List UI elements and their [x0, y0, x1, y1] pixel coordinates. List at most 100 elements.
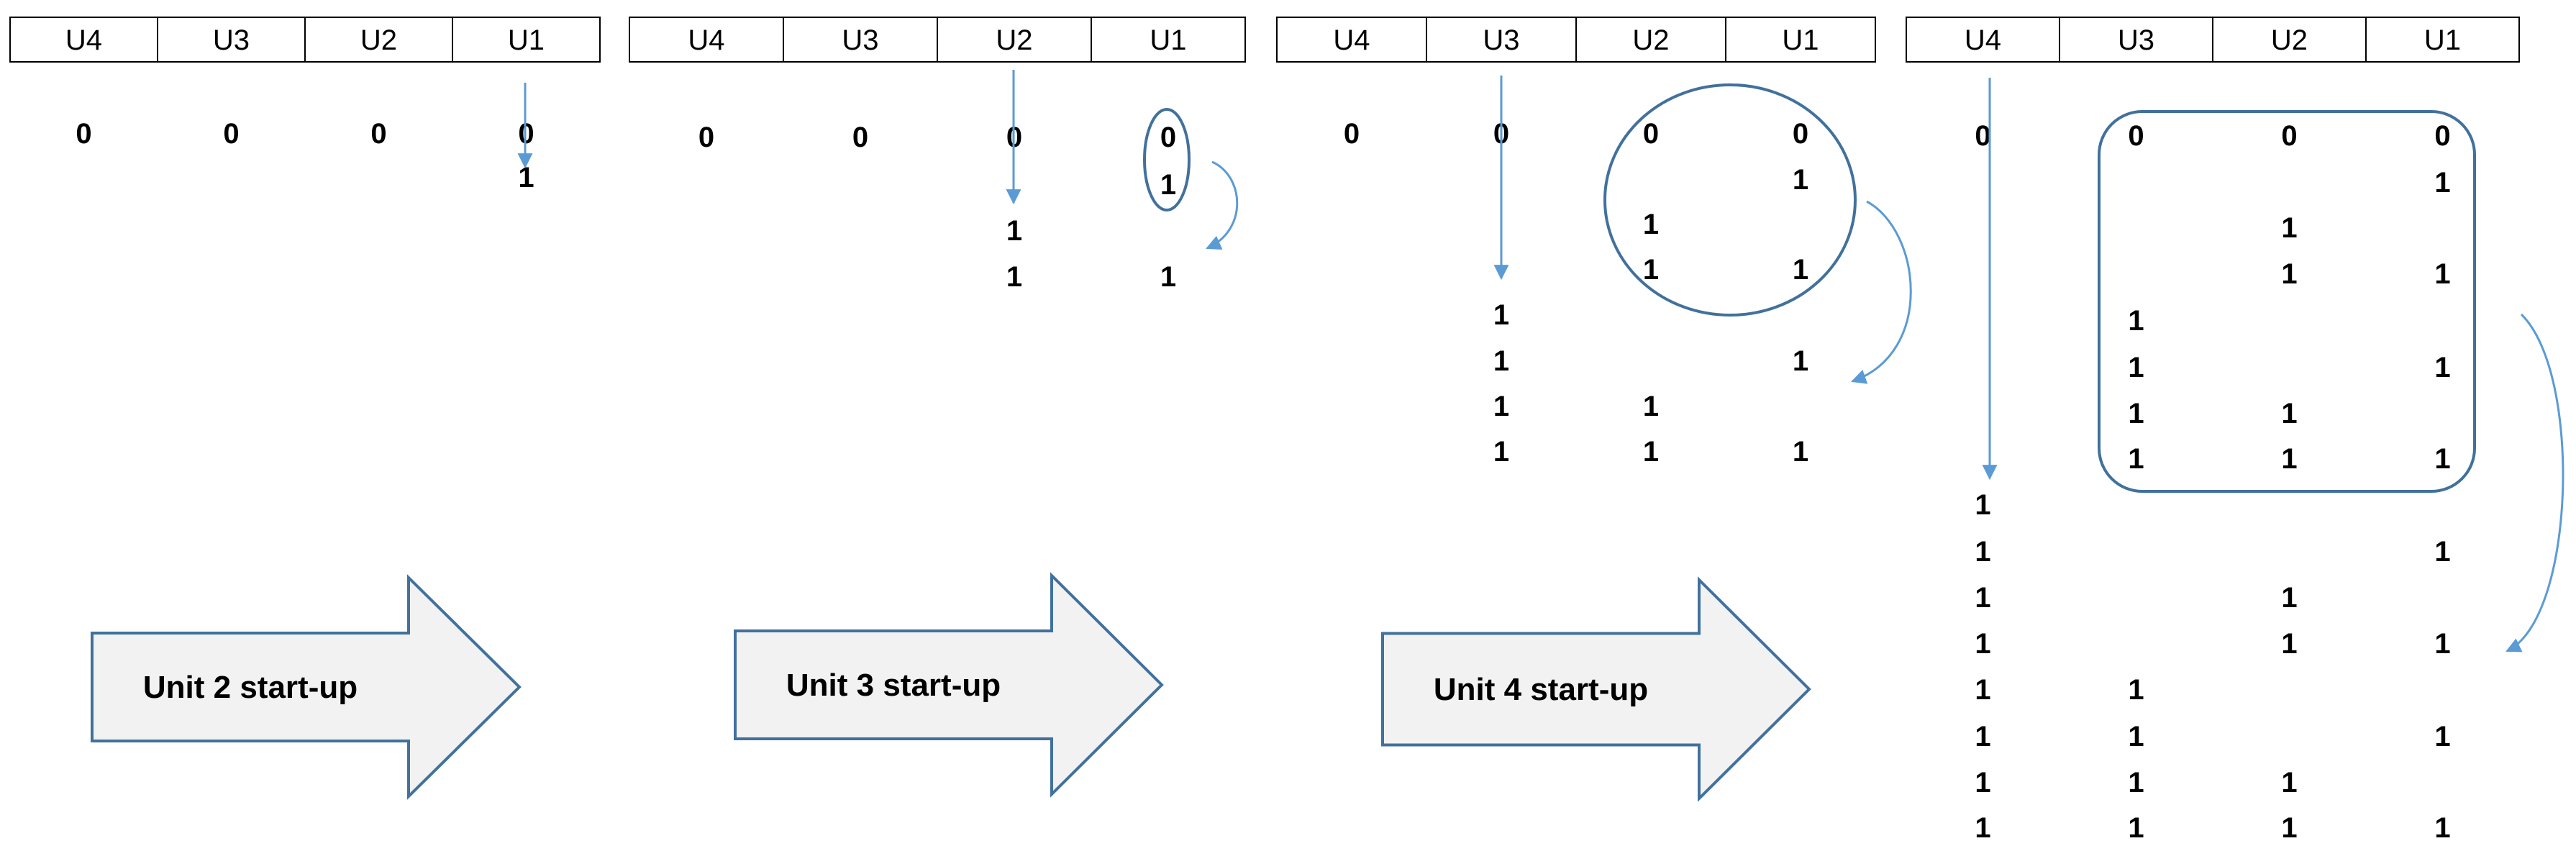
state-bit: 1 [2128, 812, 2144, 844]
block-arrow-shape [91, 574, 522, 800]
state-bit: 0 [2128, 120, 2144, 152]
state-bit: 1 [2434, 812, 2450, 844]
state-bit: 1 [2128, 443, 2144, 475]
repeat-group-outline [1143, 108, 1191, 212]
state-row: 1 [518, 162, 534, 194]
header-label-u3: U3 [842, 24, 878, 56]
header-label-u1: U1 [2424, 24, 2461, 56]
state-bit: 0 [2434, 120, 2450, 152]
header-cell [2365, 17, 2520, 63]
state-bit: 1 [2281, 628, 2297, 660]
header-label-u4: U4 [1333, 24, 1370, 56]
state-bit: 1 [1493, 436, 1509, 468]
state-bit: 1 [2281, 212, 2297, 244]
state-bit: 1 [1160, 169, 1176, 201]
state-bit: 1 [1975, 767, 1990, 799]
header-cell [1091, 17, 1246, 63]
state-bit: 1 [1975, 582, 1990, 614]
state-bit: 1 [1975, 674, 1990, 706]
state-bit: 1 [1493, 391, 1509, 422]
state-bit: 0 [852, 122, 868, 153]
header-label-u1: U1 [508, 24, 545, 56]
state-bit: 1 [2434, 628, 2450, 660]
copy-down-arrow [1206, 160, 1239, 250]
state-bit: 1 [2434, 167, 2450, 199]
state-bit: 1 [1975, 721, 1990, 752]
header-cell [9, 17, 158, 63]
state-bit: 1 [2281, 812, 2297, 844]
state-bit: 1 [1643, 391, 1659, 422]
header-cell [1725, 17, 1876, 63]
startup-label: Unit 3 start-up [786, 668, 1001, 703]
header-label-u4: U4 [688, 24, 724, 56]
header-cell [157, 17, 306, 63]
header-label-u1: U1 [1150, 24, 1186, 56]
state-bit: 1 [1975, 489, 1990, 521]
state-bit: 1 [1006, 215, 1022, 247]
state-bit: 1 [1975, 536, 1990, 568]
state-bit: 1 [2281, 398, 2297, 429]
repeat-group-outline [1603, 83, 1857, 317]
state-bit: 1 [1643, 254, 1659, 286]
header-label-u4: U4 [1965, 24, 2001, 56]
state-bit: 0 [76, 118, 91, 150]
state-bit: 1 [1643, 436, 1659, 468]
state-row: 1 [2434, 167, 2450, 199]
state-bit: 0 [370, 118, 386, 150]
header-label-u2: U2 [2271, 24, 2308, 56]
state-row: 1 [2281, 212, 2297, 244]
state-bit: 1 [2434, 536, 2450, 568]
state-bit: 1 [1793, 164, 1808, 196]
state-bit: 1 [1493, 299, 1509, 331]
state-row: 1 [1493, 299, 1509, 331]
state-row: 1 1 1 1 [1975, 812, 2450, 844]
state-bit: 1 [1975, 812, 1990, 844]
state-row: 1 [2128, 305, 2144, 337]
state-row: 1 [1975, 489, 1990, 521]
state-bit: 1 [1493, 345, 1509, 377]
state-bit: 1 [2434, 258, 2450, 290]
panels-layer: U4U3U2U100001U4U3U2U100001111U4U3U2U1000… [9, 17, 2520, 844]
state-bit: 0 [1160, 122, 1176, 153]
header-cell [629, 17, 784, 63]
header-label-u1: U1 [1782, 24, 1819, 56]
state-bit: 1 [2128, 674, 2144, 706]
state-bit: 1 [2128, 398, 2144, 429]
state-bit: 1 [1793, 436, 1808, 468]
state-bit: 0 [1344, 118, 1360, 150]
header-label-u4: U4 [65, 24, 102, 56]
copy-down-arrow [2506, 313, 2564, 652]
state-bit: 0 [1975, 120, 1990, 152]
state-bit: 1 [2281, 443, 2297, 475]
unit-startup-arrow: Unit 2 start-up [91, 574, 522, 800]
block-arrow-shape [1381, 576, 1811, 802]
state-row: 1 [1793, 164, 1808, 196]
repeat-group-outline [2098, 110, 2476, 493]
state-bit: 1 [2128, 352, 2144, 383]
header-label-u3: U3 [1483, 24, 1519, 56]
state-bit: 0 [223, 118, 239, 150]
state-bit: 1 [1160, 261, 1176, 293]
